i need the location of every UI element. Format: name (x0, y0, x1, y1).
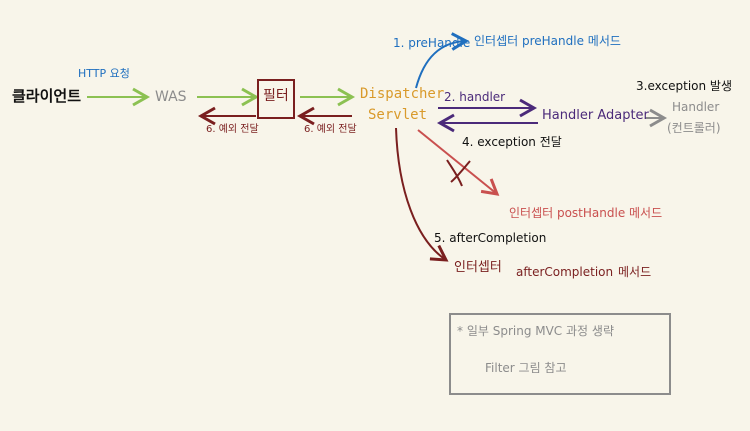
prehandle-target-label: 인터셉터 preHandle 메서드 (474, 34, 621, 48)
dispatcher-node-line1: Dispatcher (360, 86, 445, 102)
posthandle-cross-mark (446, 159, 471, 187)
aftercompletion-target-suffix: 메서드 (618, 265, 652, 279)
dispatcher-node-line2: Servlet (368, 107, 428, 123)
step1-label: 1. preHandle (393, 36, 471, 50)
aftercompletion-target-label: 인터셉터 (454, 260, 502, 275)
was-node: WAS (155, 89, 187, 105)
handler-adapter-node: Handler Adapter (542, 108, 649, 123)
arrow-aftercompletion (395, 127, 449, 262)
note-line1: * 일부 Spring MVC 과정 생략 (457, 324, 614, 338)
step6-left-label: 6. 예외 전달 (206, 124, 259, 135)
handler-node-line2: (컨트롤러) (667, 121, 721, 135)
arrow-prehandle (415, 32, 470, 89)
step3-label: 3.exception 발생 (636, 79, 732, 93)
filter-node-label: 필터 (263, 88, 289, 104)
aftercompletion-target-method: afterCompletion (516, 265, 614, 279)
filter-box (257, 79, 295, 119)
step4-label: 4. exception 전달 (462, 135, 562, 149)
client-node: 클라이언트 (12, 87, 82, 105)
handler-node-line1: Handler (672, 100, 720, 114)
note-line2: Filter 그림 참고 (485, 361, 567, 375)
step5-label: 5. afterCompletion (434, 231, 547, 245)
note-box (449, 313, 671, 395)
step2-label: 2. handler (444, 90, 506, 104)
step6-right-label: 6. 예외 전달 (304, 124, 357, 135)
posthandle-target-label: 인터셉터 postHandle 메서드 (509, 206, 663, 220)
http-request-label: HTTP 요청 (78, 67, 130, 80)
arrow-posthandle (417, 129, 500, 196)
